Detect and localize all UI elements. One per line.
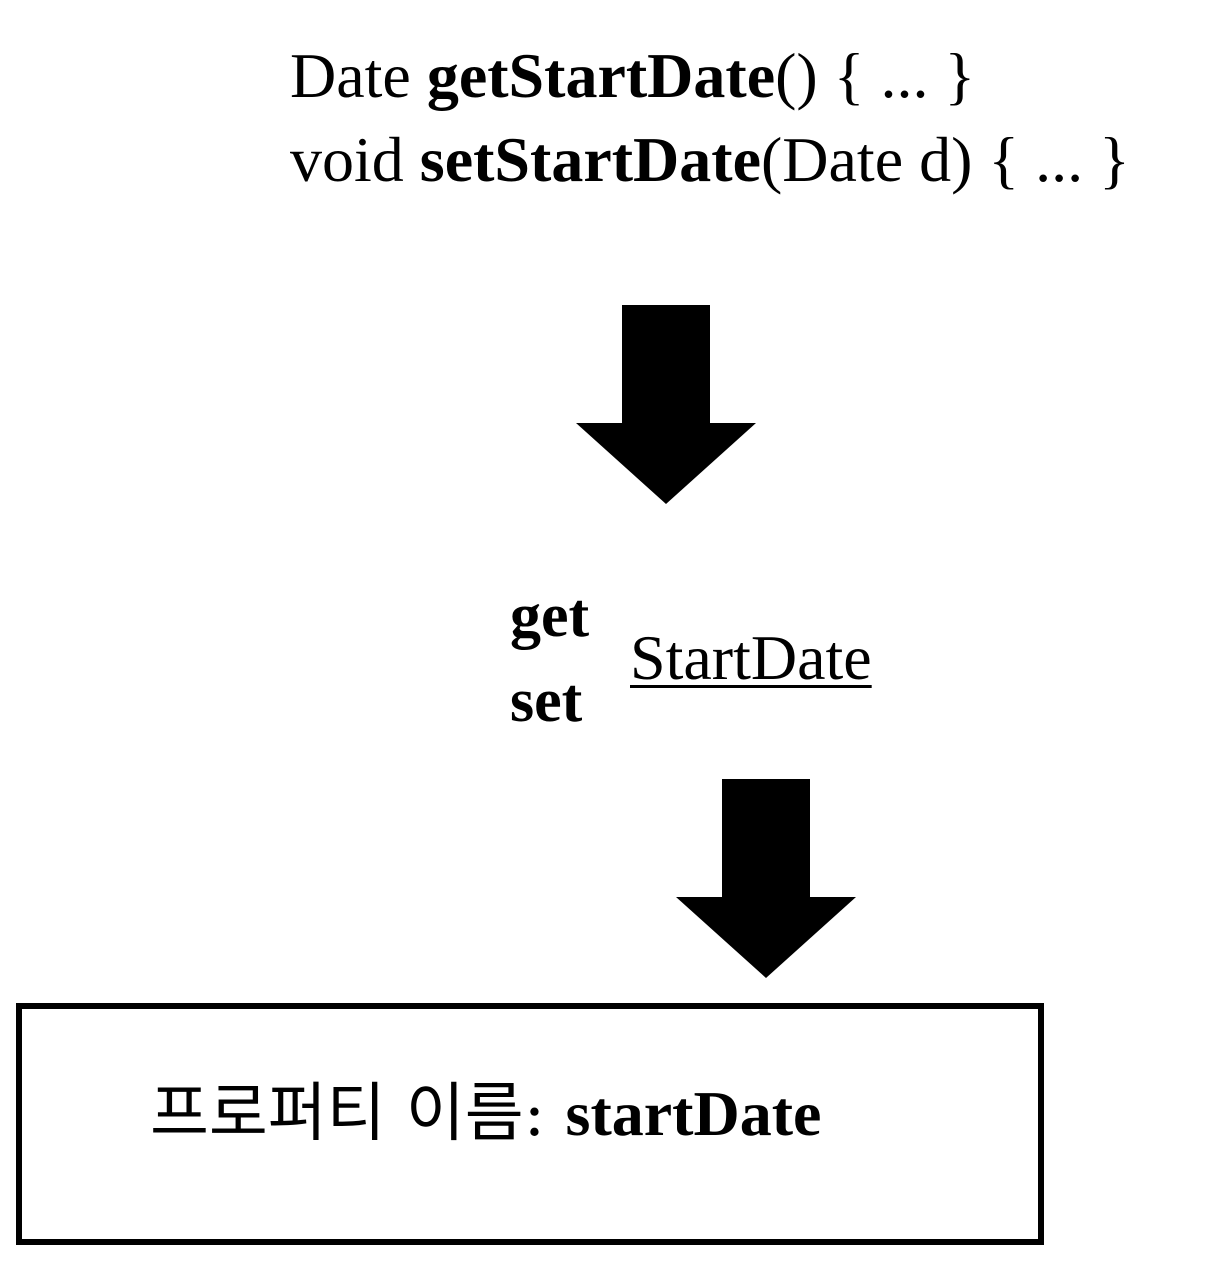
- getter-method-name: getStartDate: [426, 40, 776, 111]
- down-arrow-icon: [576, 305, 756, 504]
- getter-return-type: Date: [290, 40, 411, 111]
- setter-method-name: setStartDate: [419, 124, 761, 195]
- property-stem: StartDate: [630, 622, 872, 693]
- prefix-get: get: [510, 582, 590, 650]
- property-name-value: startDate: [565, 1078, 822, 1149]
- setter-signature: void setStartDate(Date d) { ... }: [290, 128, 1130, 192]
- property-name-result: 프로퍼티 이름: startDate: [150, 1082, 890, 1147]
- setter-signature-rest: (Date d) { ... }: [760, 124, 1130, 195]
- getter-signature: Date getStartDate() { ... }: [290, 44, 975, 108]
- property-name-label: 프로퍼티 이름:: [150, 1077, 566, 1151]
- setter-return-type: void: [290, 124, 404, 195]
- down-arrow-icon: [676, 779, 856, 978]
- getter-signature-rest: () { ... }: [775, 40, 976, 111]
- prefix-set: set: [510, 667, 583, 735]
- result-box: [16, 1003, 1044, 1245]
